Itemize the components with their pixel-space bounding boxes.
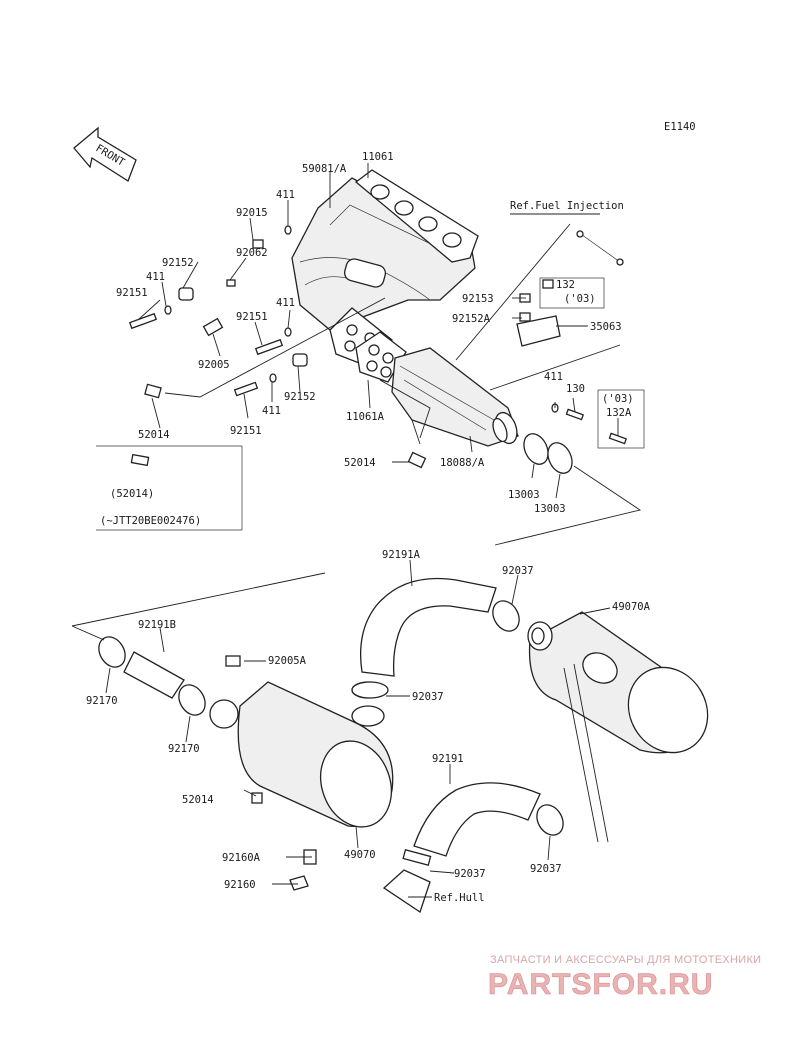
label-92151-b: 92151: [236, 311, 268, 323]
label-18088A: 18088/A: [440, 457, 485, 469]
label-92005A: 92005A: [268, 655, 307, 667]
label-92037-d: 92037: [530, 863, 562, 875]
label-59081A: 59081/A: [302, 163, 347, 175]
label-92170-b: 92170: [168, 743, 200, 755]
exhaust-pipe-18088: [391, 347, 519, 447]
bolts-washers-upper: [128, 225, 628, 469]
watermark-tagline: ЗАПЧАСТИ И АКСЕССУАРЫ ДЛЯ МОТОТЕХНИКИ: [490, 954, 761, 966]
label-49070A: 49070A: [612, 601, 651, 613]
label-132: 132: [556, 279, 575, 291]
label-92062: 92062: [236, 247, 268, 259]
muffler-49070: [209, 681, 394, 828]
clamp-92037-c: [402, 848, 432, 866]
label-52014-b: 52014: [344, 457, 376, 469]
label-411-a: 411: [276, 189, 295, 201]
ref-hull: Ref.Hull: [434, 892, 485, 904]
label-411-c: 411: [276, 297, 295, 309]
label-11061: 11061: [362, 151, 394, 163]
label-92037-c: 92037: [454, 868, 486, 880]
diagram-code: E1140: [664, 121, 696, 133]
label-92037-a: 92037: [502, 565, 534, 577]
fitting-92005A: [225, 655, 241, 667]
year-note-box-1: [539, 277, 605, 309]
label-13003-b: 13003: [534, 503, 566, 515]
label-92005: 92005: [198, 359, 230, 371]
clamp-92170-a: [98, 636, 126, 668]
label-49070: 49070: [344, 849, 376, 861]
note-year-03-b: ('03): [602, 393, 634, 405]
watermark-brand: PARTSFOR.RU: [488, 968, 713, 1001]
leader-lines-upper: [71, 163, 642, 627]
muffler-49070A: [527, 611, 709, 754]
o-ring-2: [547, 442, 573, 474]
serial-note-box: [96, 445, 243, 531]
label-35063: 35063: [590, 321, 622, 333]
label-132A: 132A: [606, 407, 632, 419]
label-52014-a: 52014: [138, 429, 170, 441]
leader-lines-lower: [71, 559, 611, 898]
pad-92160: [289, 875, 309, 891]
label-92151-a: 92151: [116, 287, 148, 299]
label-52014-c: 52014: [182, 794, 214, 806]
ref-fuel-injection: Ref.Fuel Injection: [510, 200, 624, 212]
label-92152A: 92152A: [452, 313, 491, 325]
manifold-gasket: [354, 169, 479, 263]
label-13003-a: 13003: [508, 489, 540, 501]
label-92160A: 92160A: [222, 852, 261, 864]
clamp-92170-b: [178, 684, 206, 716]
hose-92191B: [123, 651, 185, 699]
clamp-92037-b: [351, 681, 389, 699]
clamp-92037-d: [536, 804, 564, 836]
note-serial-range: (~JTT20BE002476): [100, 515, 201, 527]
label-92153: 92153: [462, 293, 494, 305]
label-92191: 92191: [432, 753, 464, 765]
front-arrow-icon: FRONT: [73, 126, 137, 182]
plug-52014: [251, 792, 263, 804]
label-11061A: 11061A: [346, 411, 385, 423]
note-year-03-a: ('03): [564, 293, 596, 305]
label-411-d: 411: [262, 405, 281, 417]
o-ring-1: [523, 433, 549, 465]
label-92191A: 92191A: [382, 549, 421, 561]
part-labels: 11061 59081/A 411 92015 92062 92152 411 …: [86, 151, 651, 904]
hose-92191: [413, 782, 541, 857]
label-92152-b: 92152: [284, 391, 316, 403]
label-92152-a: 92152: [162, 257, 194, 269]
hull-ref-piece: [382, 869, 431, 914]
year-note-box-2: [597, 389, 645, 449]
note-alt-part: (52014): [110, 488, 154, 500]
label-92191B: 92191B: [138, 619, 176, 631]
label-130: 130: [566, 383, 585, 395]
label-92015: 92015: [236, 207, 268, 219]
label-92151-c: 92151: [230, 425, 262, 437]
label-411-b: 411: [146, 271, 165, 283]
label-92037-b: 92037: [412, 691, 444, 703]
watermark: ЗАПЧАСТИ И АКСЕССУАРЫ ДЛЯ МОТОТЕХНИКИ PA…: [488, 954, 761, 1001]
label-92160: 92160: [224, 879, 256, 891]
label-411-e: 411: [544, 371, 563, 383]
label-92170-a: 92170: [86, 695, 118, 707]
hose-92191A: [359, 577, 497, 677]
clamp-92037-a: [492, 600, 520, 632]
exhaust-manifold: [291, 177, 476, 331]
